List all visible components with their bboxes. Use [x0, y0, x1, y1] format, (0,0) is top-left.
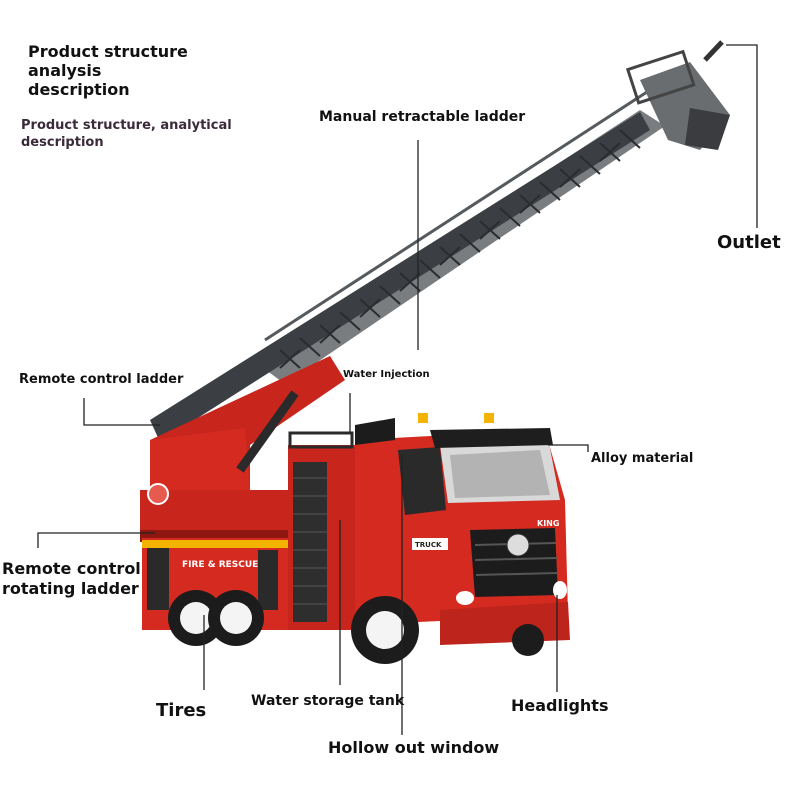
- label-headlights: Headlights: [511, 696, 609, 715]
- truck-badge: TRUCK: [415, 541, 442, 549]
- right-headlight: [553, 581, 567, 599]
- truck-cab: TRUCK KING: [355, 413, 570, 645]
- side-marking: FIRE & RESCUE: [182, 560, 258, 570]
- page-subtitle: Product structure, analytical descriptio…: [21, 118, 232, 150]
- left-headlight: [456, 591, 474, 605]
- brand-badge: KING: [537, 519, 559, 528]
- label-outlet: Outlet: [717, 232, 781, 253]
- label-alloy: Alloy material: [591, 451, 694, 466]
- label-water-tank: Water storage tank: [251, 693, 405, 709]
- label-manual-ladder: Manual retractable ladder: [319, 109, 526, 125]
- retractable-ladder: [150, 40, 730, 442]
- label-remote-ladder: Remote control ladder: [19, 372, 184, 387]
- rotating-ladder-base: [140, 356, 345, 542]
- truck-rear-body: FIRE & RESCUE: [142, 538, 292, 630]
- label-tires: Tires: [156, 700, 207, 721]
- label-rotating-ladder: Remote control rotating ladder: [2, 559, 141, 598]
- label-water-injection: Water Injection: [343, 369, 430, 380]
- page-title: Product structure analysis description: [28, 42, 188, 99]
- leader-lines: [37, 44, 758, 735]
- label-hollow-window: Hollow out window: [328, 738, 500, 757]
- water-storage-tank: [288, 431, 358, 630]
